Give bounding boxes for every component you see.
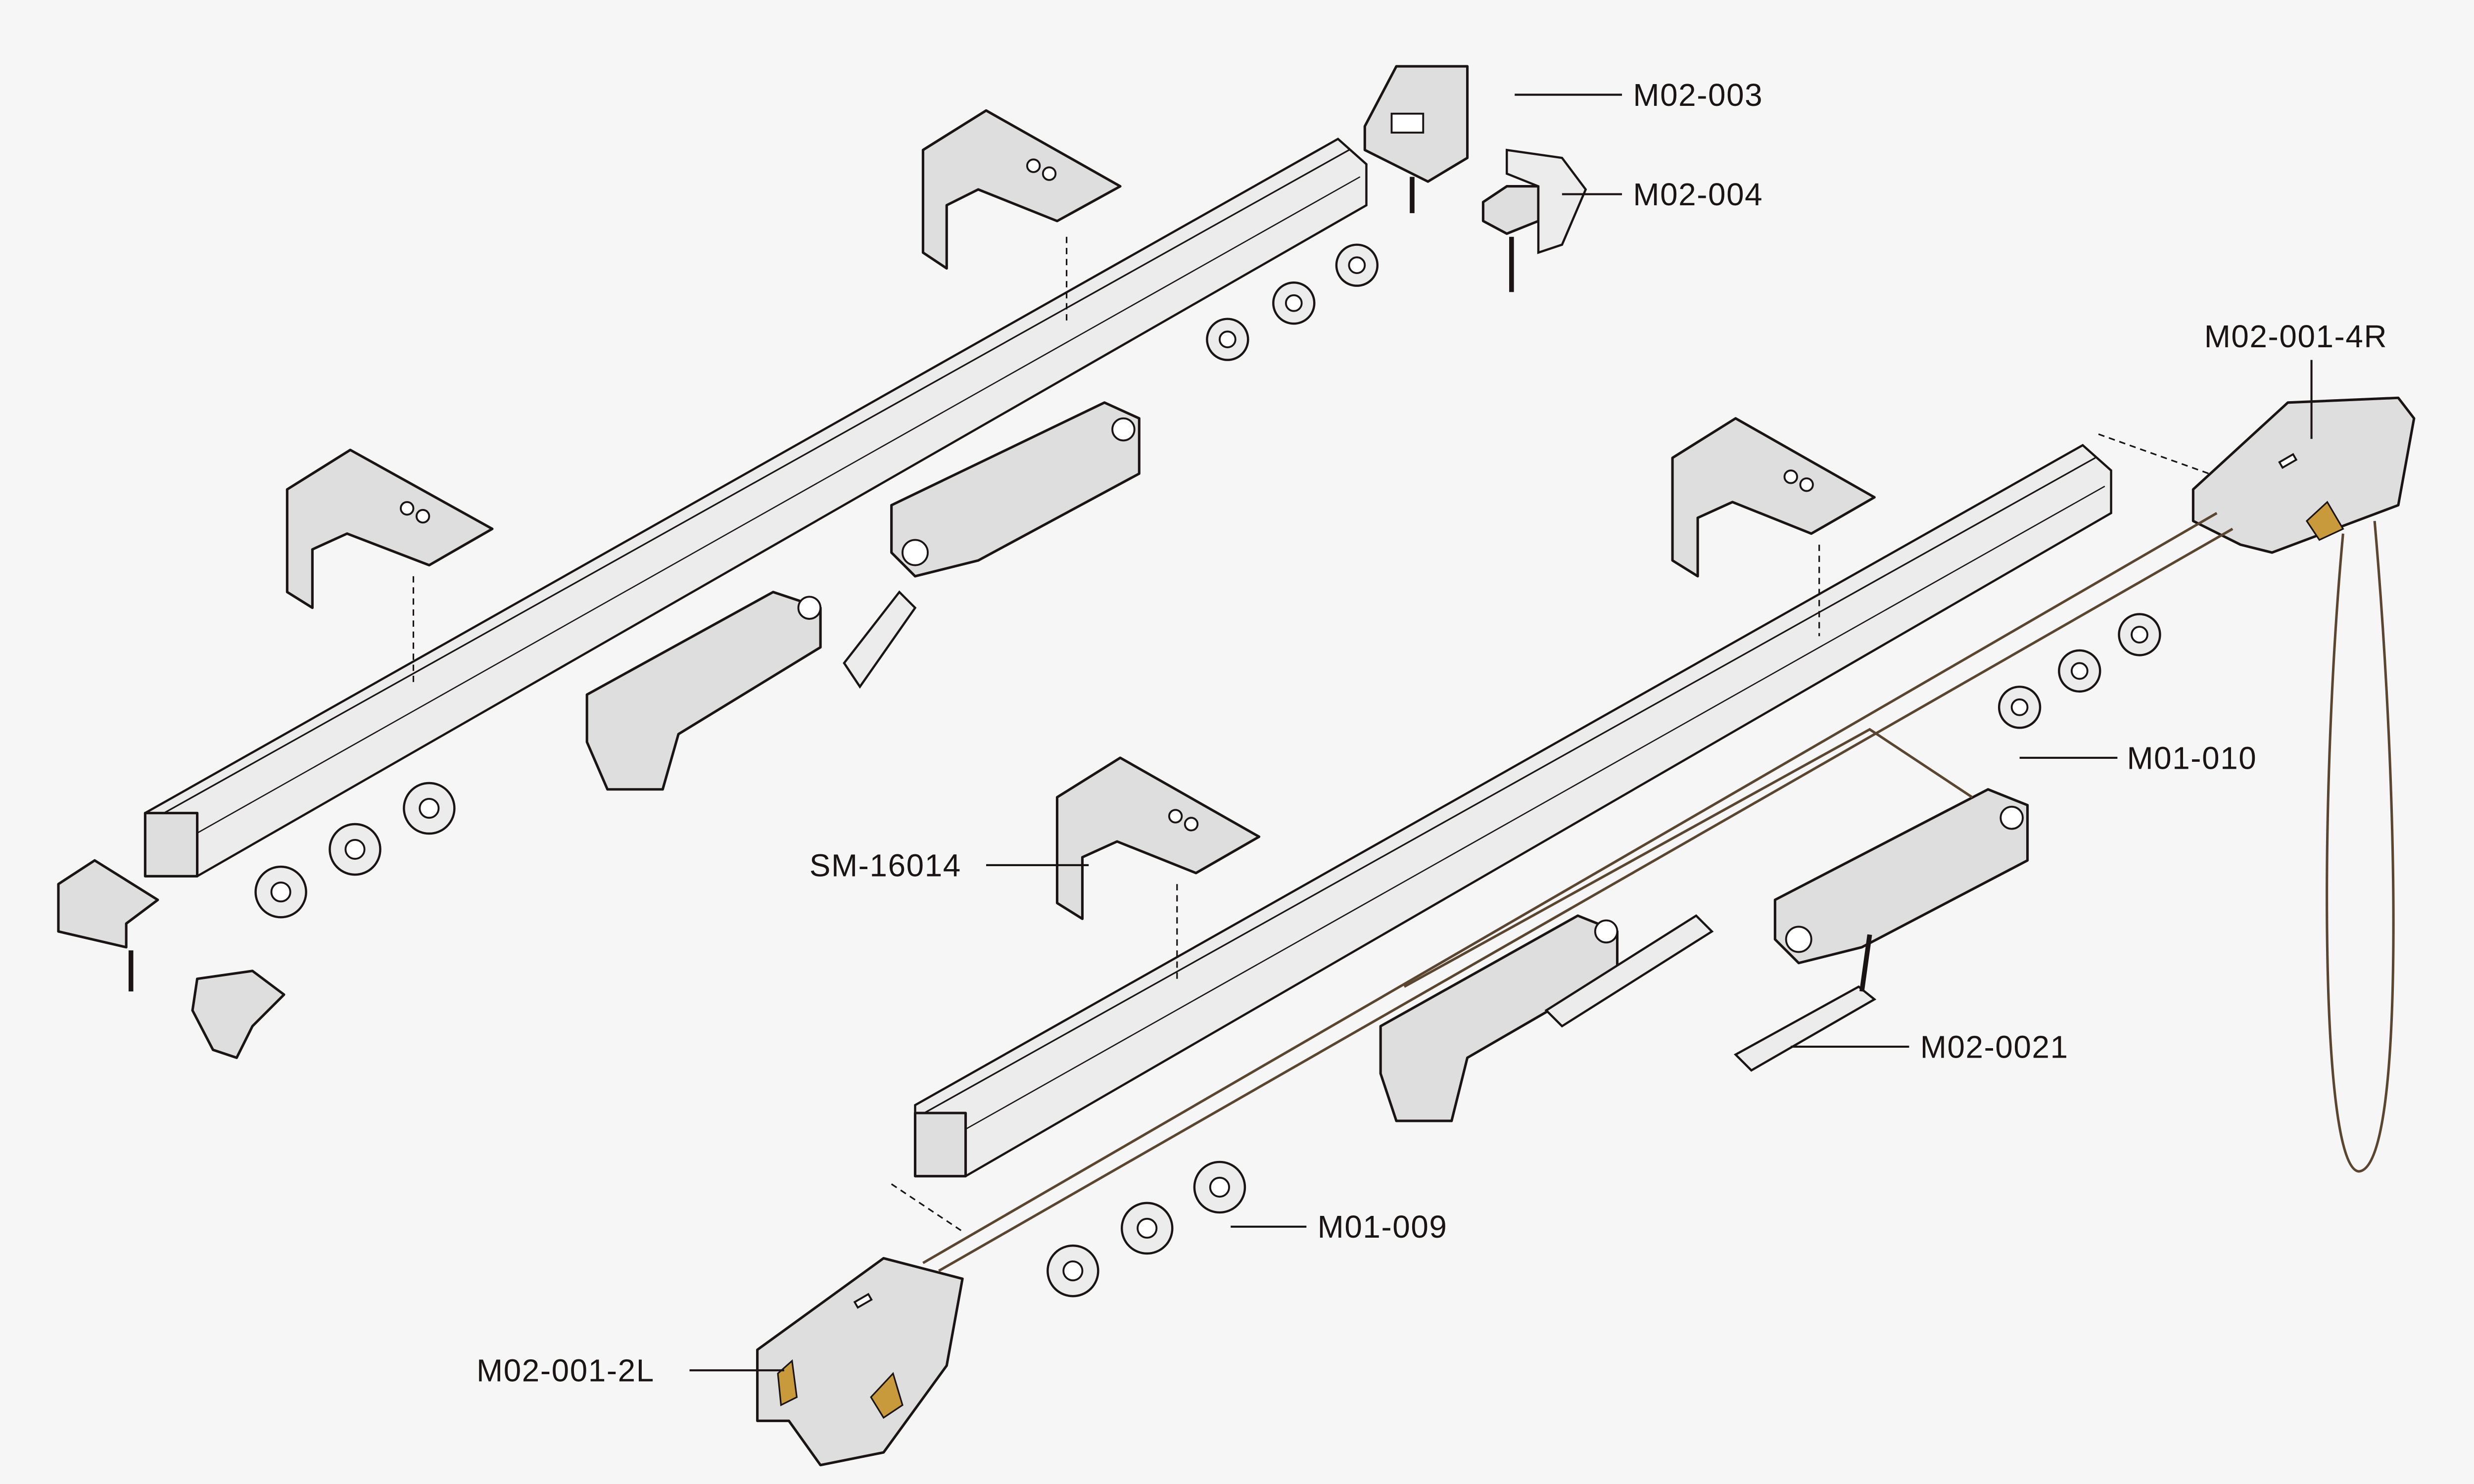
label-text: M02-001-2L [476, 1353, 655, 1389]
runners-left [254, 782, 456, 919]
label-m01-009: M01-009 [1231, 1209, 1447, 1245]
label-text: M02-0021 [1920, 1029, 2069, 1065]
runners-m01-010 [1998, 613, 2161, 729]
label-text: M02-003 [1633, 77, 1763, 113]
label-sm-16014: SM-16014 [809, 847, 1089, 883]
label-m02-001-4r: M02-001-4R [2204, 319, 2387, 439]
overlap-arm-m02-0021 [1733, 934, 1877, 1072]
label-text: M02-004 [1633, 177, 1763, 212]
label-text: M01-010 [2127, 740, 2257, 776]
runners-upper [1206, 243, 1379, 361]
label-text: M02-001-4R [2204, 319, 2387, 354]
upper-track-rail [143, 138, 1368, 878]
end-stop-m02-003 [1363, 65, 1469, 213]
master-carrier-lower-right [1773, 788, 2029, 965]
end-pulley-box-right [2191, 396, 2416, 554]
ceiling-bracket-mid-left [285, 449, 494, 682]
master-carrier-upper-right [890, 401, 1141, 578]
label-m01-010: M01-010 [2019, 740, 2257, 776]
label-m02-0021: M02-0021 [1791, 1029, 2068, 1065]
end-cap-left [57, 859, 285, 1059]
ceiling-bracket-upper-left [921, 109, 1122, 324]
label-m02-001-2l: M02-001-2L [476, 1353, 784, 1389]
label-text: M01-009 [1318, 1209, 1448, 1245]
lower-track-rail [913, 444, 2112, 1178]
master-carrier-upper-left [585, 590, 917, 791]
runners-m01-009 [1047, 1160, 1246, 1298]
label-m02-004: M02-004 [1562, 177, 1763, 212]
draw-cord [891, 433, 2395, 1272]
ceiling-bracket-sm-16014 [1055, 756, 1261, 984]
label-m02-003: M02-003 [1515, 77, 1763, 113]
label-text: SM-16014 [809, 847, 961, 883]
end-pulley-box-left [756, 1257, 964, 1467]
end-stop-m02-004 [1481, 148, 1587, 292]
ceiling-bracket-right [1671, 417, 1876, 637]
master-carrier-lower-left [1379, 914, 1714, 1122]
